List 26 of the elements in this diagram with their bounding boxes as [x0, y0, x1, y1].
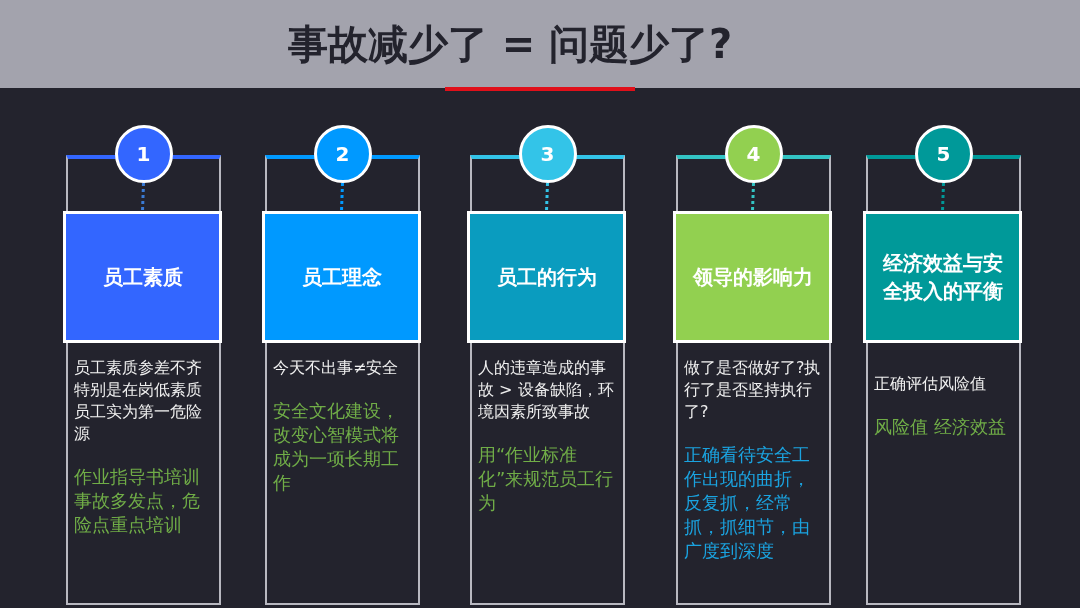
body-text: 风险值 经济效益 [874, 415, 1007, 439]
body-text: 正确看待安全工作出现的曲折，反复抓，经常抓，抓细节，由广度到深度 [684, 443, 811, 563]
dotted-connector [141, 182, 145, 212]
body-text: 做了是否做好了?执行了是否坚持执行了? [684, 357, 822, 423]
header-box: 员工素质 [63, 211, 222, 343]
body-text: 今天不出事≠安全 [273, 357, 400, 379]
number-circle: 1 [114, 125, 173, 183]
header-box: 领导的影响力 [673, 211, 832, 343]
body-text: 用“作业标准化”来规范员工行为 [478, 443, 615, 515]
number-circle: 2 [313, 125, 372, 183]
body-text: 安全文化建设，改变心智模式将成为一项长期工作 [273, 399, 400, 495]
body-text: 作业指导书培训事故多发点，危险点重点培训 [74, 465, 201, 537]
dotted-connector [941, 182, 945, 212]
header-box: 员工的行为 [467, 211, 626, 343]
dotted-connector [545, 182, 549, 212]
body-text: 人的违章造成的事故 > 设备缺陷，环境因素所致事故 [478, 357, 615, 423]
slide-title: 事故减少了 = 问题少了? [286, 20, 734, 69]
header-box: 员工理念 [262, 211, 421, 343]
number-circle: 3 [518, 125, 577, 183]
header-box: 经济效益与安全投入的平衡 [863, 211, 1022, 343]
number-circle: 4 [724, 125, 783, 183]
dotted-connector [751, 182, 755, 212]
body-text: 员工素质参差不齐特别是在岗低素质员工实为第一危险源 [74, 357, 203, 445]
body-text: 正确评估风险值 [874, 373, 987, 395]
dotted-connector [340, 182, 344, 212]
number-circle: 5 [914, 125, 973, 183]
